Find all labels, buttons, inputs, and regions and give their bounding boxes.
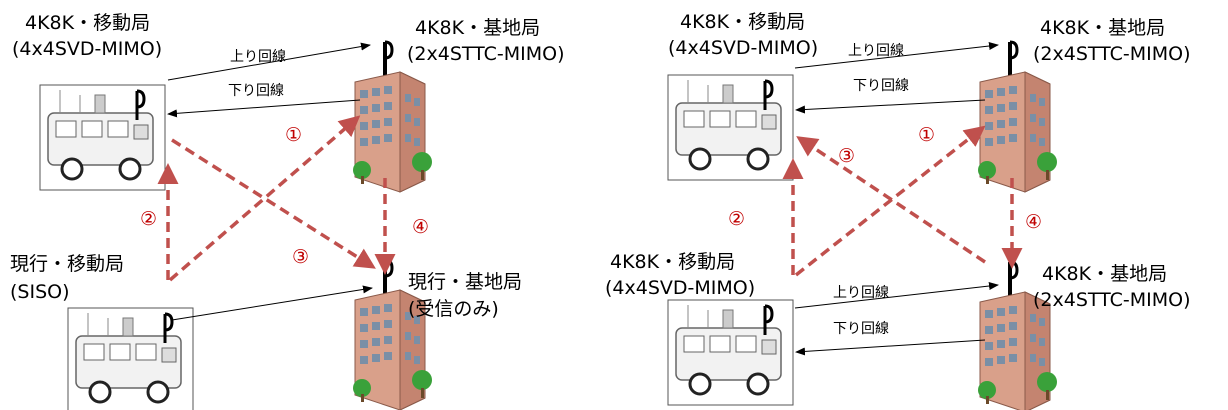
base-4k8k-sub: (2x4STTC-MIMO) [407, 43, 565, 65]
uplink-b-label: 上り回線 [833, 285, 889, 301]
downlink-a-label: 下り回線 [853, 78, 909, 94]
downlink-b-label: 下り回線 [833, 321, 889, 337]
mobile-a-van-icon [666, 73, 795, 182]
mobile-4k8k-name: 4K8K・移動局 [25, 12, 150, 34]
left-diagram: 4K8K・移動局 (4x4SVD-MIMO) 4K8K・基地局 (2x4STTC… [10, 12, 565, 410]
downlink-label: 下り回線 [228, 83, 284, 99]
mobile-4k8k-van-icon [38, 83, 167, 192]
interference-arrow-3 [171, 138, 376, 269]
mobile-4k8k-sub: (4x4SVD-MIMO) [12, 38, 162, 60]
base-current-name: 現行・基地局 [408, 271, 522, 293]
base-a-sub: (2x4STTC-MIMO) [1033, 43, 1191, 65]
number-r1: ① [918, 124, 935, 146]
number-1: ① [285, 124, 302, 146]
number-3: ③ [292, 246, 309, 268]
mobile-a-sub: (4x4SVD-MIMO) [668, 37, 818, 59]
right-diagram: 4K8K・移動局 (4x4SVD-MIMO) 4K8K・基地局 (2x4STTC… [605, 11, 1191, 410]
number-2: ② [140, 208, 157, 230]
mobile-a-name: 4K8K・移動局 [680, 11, 805, 33]
number-4: ④ [412, 216, 429, 238]
base-current-sub: (受信のみ) [408, 298, 499, 320]
mobile-b-sub: (4x4SVD-MIMO) [605, 277, 755, 299]
base-b-name: 4K8K・基地局 [1042, 263, 1167, 285]
uplink-a-arrow [794, 42, 999, 69]
downlink-b-arrow [795, 339, 986, 356]
uplink-label: 上り回線 [230, 49, 286, 65]
mobile-b-van-icon [666, 298, 795, 407]
mobile-current-van-icon [66, 306, 195, 410]
downlink-arrow [167, 99, 361, 118]
downlink-a-arrow [795, 99, 986, 114]
current-uplink-arrow [171, 285, 373, 321]
mobile-current-sub: (SISO) [10, 281, 70, 303]
mobile-current-name: 現行・移動局 [10, 253, 124, 275]
interference-arrow-r3 [796, 136, 986, 264]
interference-arrow-1 [168, 115, 361, 282]
number-r2: ② [728, 208, 745, 230]
uplink-a-label: 上り回線 [848, 43, 904, 59]
base-a-name: 4K8K・基地局 [1040, 17, 1165, 39]
mobile-b-name: 4K8K・移動局 [610, 251, 735, 273]
uplink-b-arrow [794, 282, 999, 309]
base-b-sub: (2x4STTC-MIMO) [1033, 289, 1191, 311]
base-4k8k-name: 4K8K・基地局 [415, 17, 540, 39]
number-r4: ④ [1025, 211, 1042, 233]
interference-arrow-r1 [794, 125, 986, 277]
number-r3: ③ [838, 145, 855, 167]
uplink-arrow [167, 42, 371, 81]
